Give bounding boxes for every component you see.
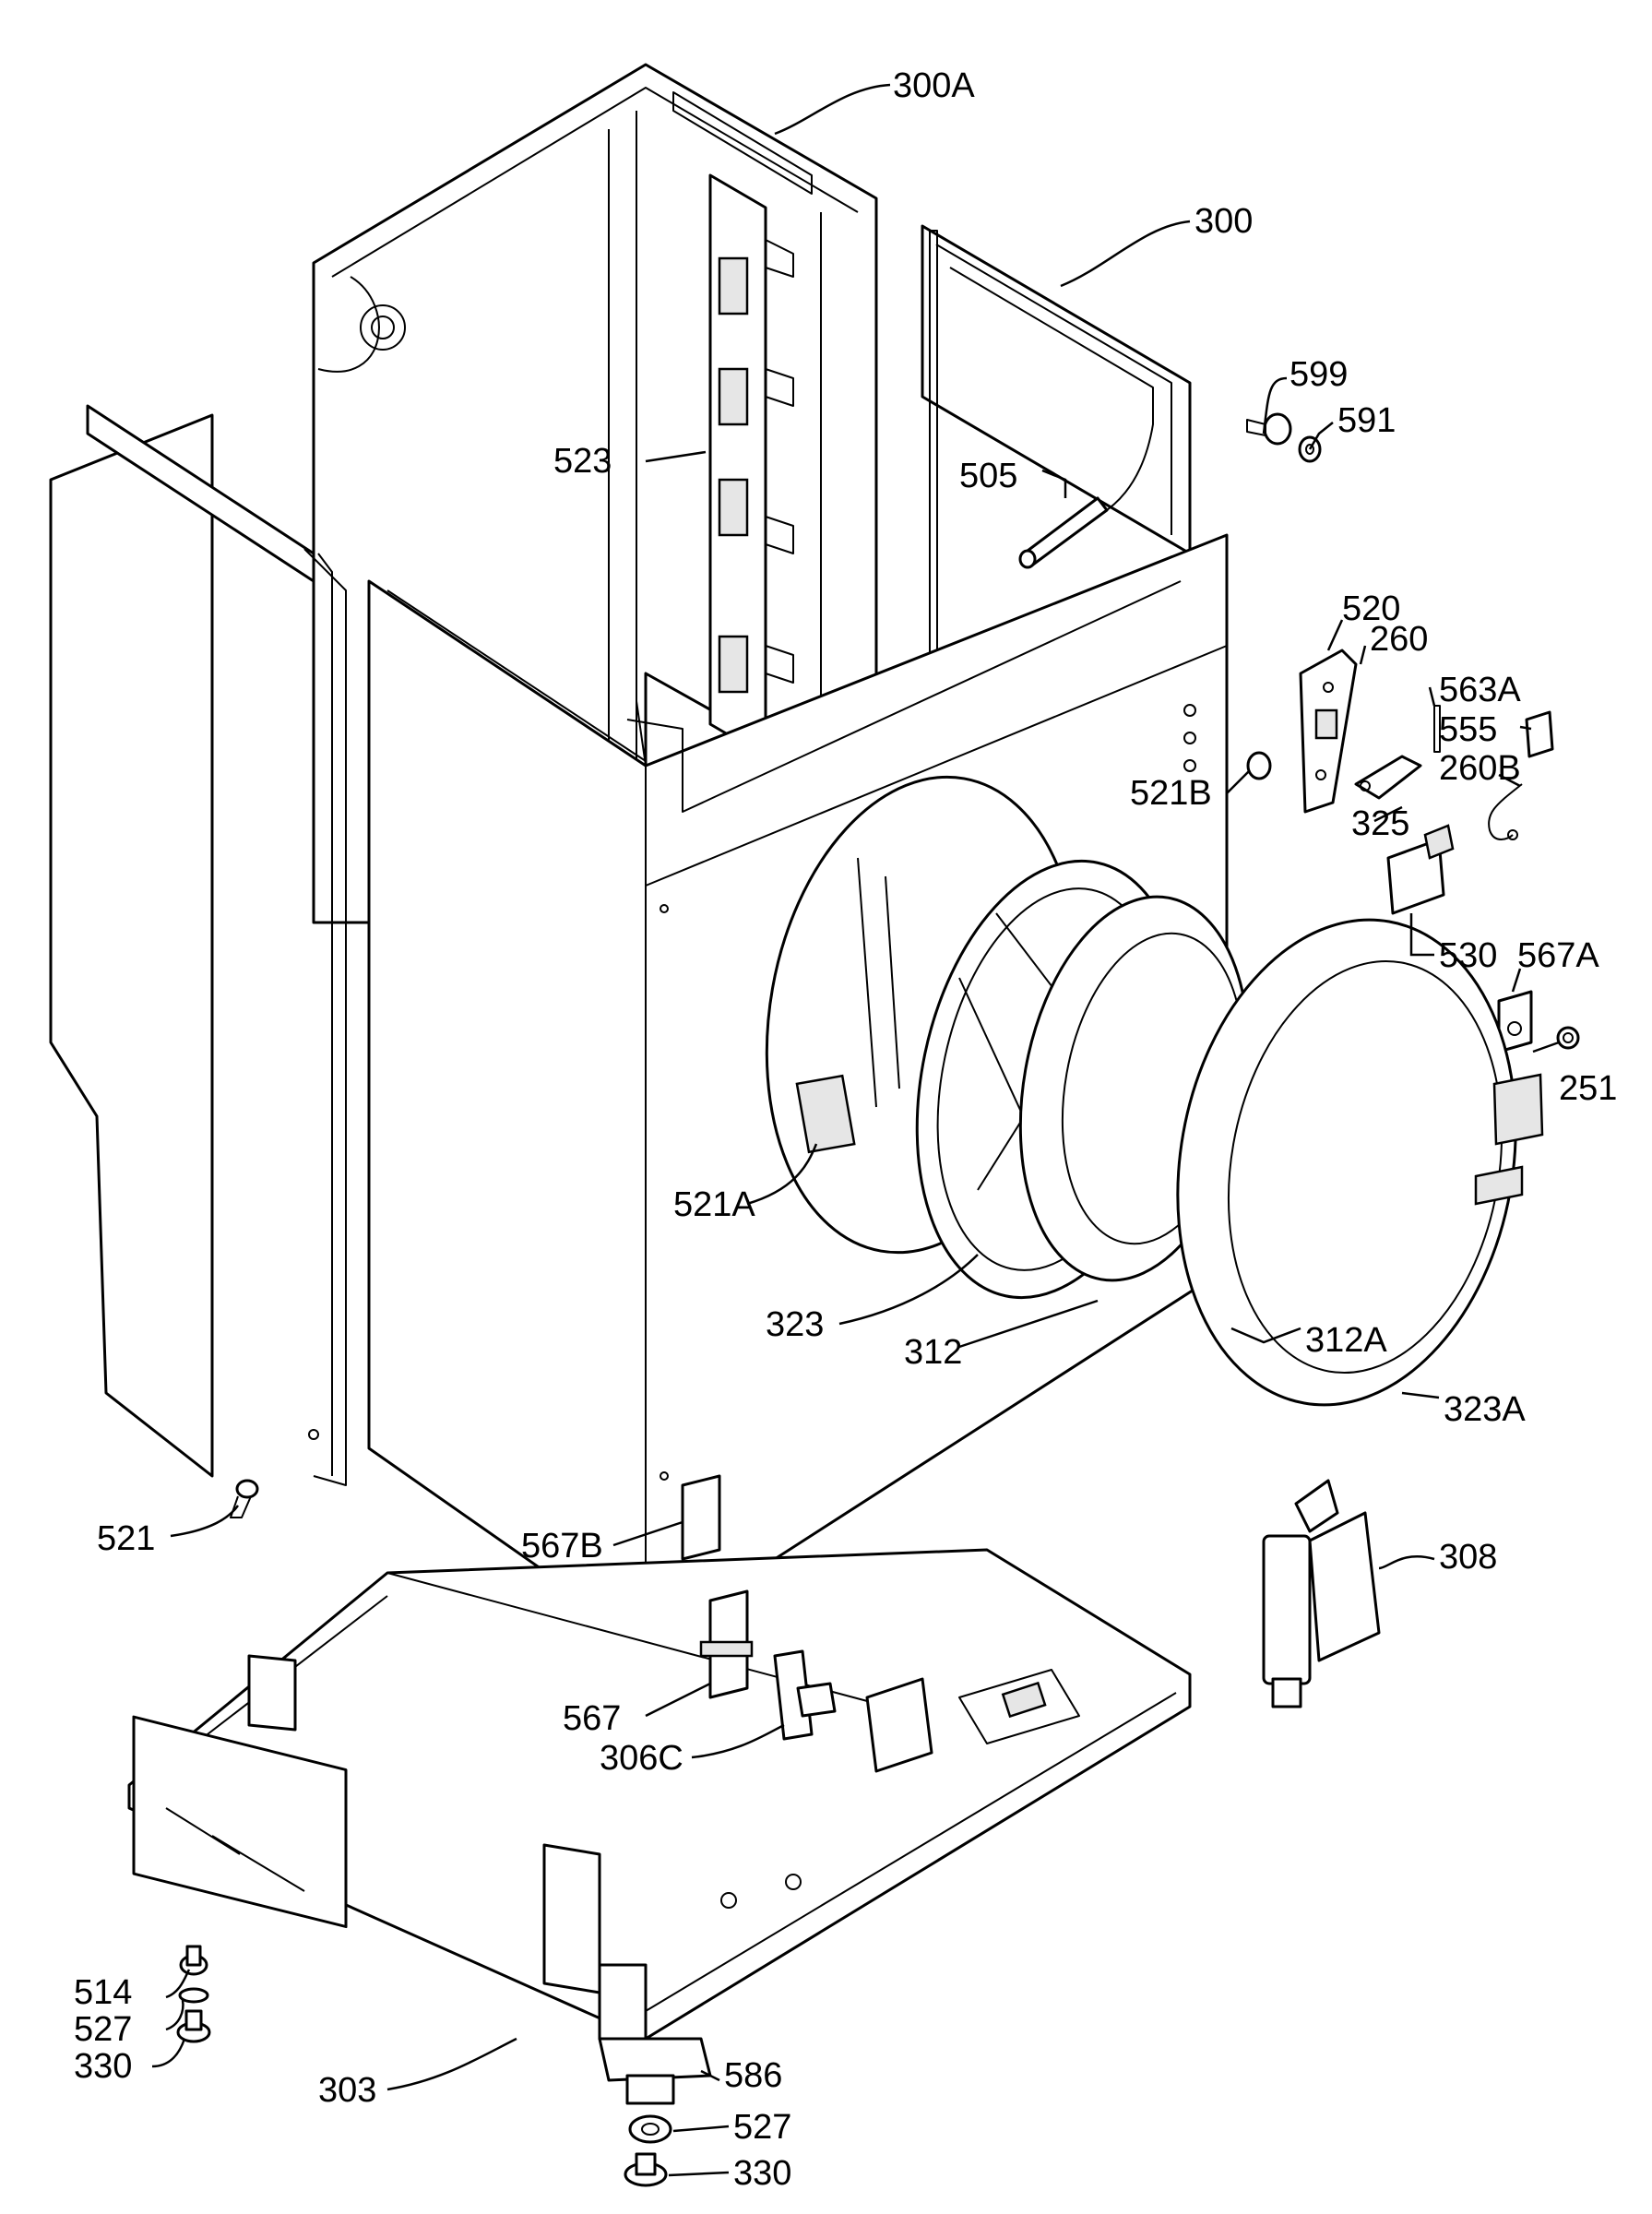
left-side-panel [49,404,347,1486]
label-330-right: 330 [733,2154,791,2193]
foot-left-stack [176,1945,211,2043]
label-527-right: 527 [733,2108,791,2147]
label-520: 520 [1342,589,1400,628]
label-306c: 306C [600,1739,683,1778]
part-labels: 300A 300 599 591 523 505 520 260 563A 55… [74,66,1617,2193]
label-312a: 312A [1305,1321,1387,1360]
label-586: 586 [724,2056,782,2095]
label-505: 505 [959,457,1017,495]
nut-251 [1556,1026,1580,1050]
lock-plate-563a [1433,705,1554,758]
label-521: 521 [97,1519,155,1558]
label-303: 303 [318,2071,376,2110]
label-251: 251 [1559,1069,1617,1108]
hinge-pin-325 [1354,755,1422,800]
label-260b: 260B [1439,749,1521,788]
door-hinge-520 [1299,649,1358,814]
label-300a: 300A [893,66,975,105]
label-599: 599 [1290,355,1348,394]
label-260: 260 [1370,620,1428,659]
plug-521b [1246,751,1272,780]
label-308: 308 [1439,1538,1497,1577]
label-555: 555 [1439,710,1497,749]
bracket-567b [681,1474,721,1561]
hose-505 [1018,496,1109,569]
base-303 [127,1548,1192,2045]
screw-521 [230,1479,259,1518]
label-521b: 521B [1130,774,1212,813]
door-ring-outer-323a [1176,918,1544,1407]
label-523: 523 [553,442,612,481]
foot-right-stack [598,2037,712,2187]
knob-599 [1246,412,1292,446]
label-527-left: 527 [74,2010,132,2049]
bracket-306c [773,1649,837,1741]
label-567b: 567B [521,1527,603,1565]
label-567a: 567A [1517,936,1599,975]
label-591: 591 [1337,401,1396,440]
door-switch-530 [1386,824,1455,915]
label-323: 323 [766,1305,824,1344]
label-567: 567 [563,1699,621,1738]
label-330-left: 330 [74,2047,132,2086]
bracket-567 [699,1589,754,1699]
leader-lines [151,83,1560,2177]
label-300: 300 [1194,202,1253,241]
label-325: 325 [1351,804,1409,843]
label-563a: 563A [1439,671,1521,709]
door-hinge-308 [1262,1479,1381,1708]
wire-260b [1488,783,1523,840]
label-530: 530 [1439,936,1497,975]
label-514: 514 [74,1973,132,2012]
label-521a: 521A [673,1185,755,1224]
label-312: 312 [904,1333,962,1372]
label-323a: 323A [1444,1390,1526,1429]
